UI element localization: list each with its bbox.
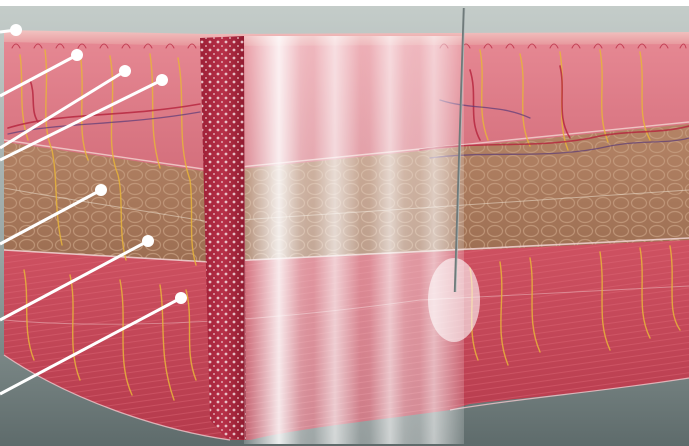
needle-glow: [428, 258, 480, 342]
energy-beams: [244, 36, 480, 444]
